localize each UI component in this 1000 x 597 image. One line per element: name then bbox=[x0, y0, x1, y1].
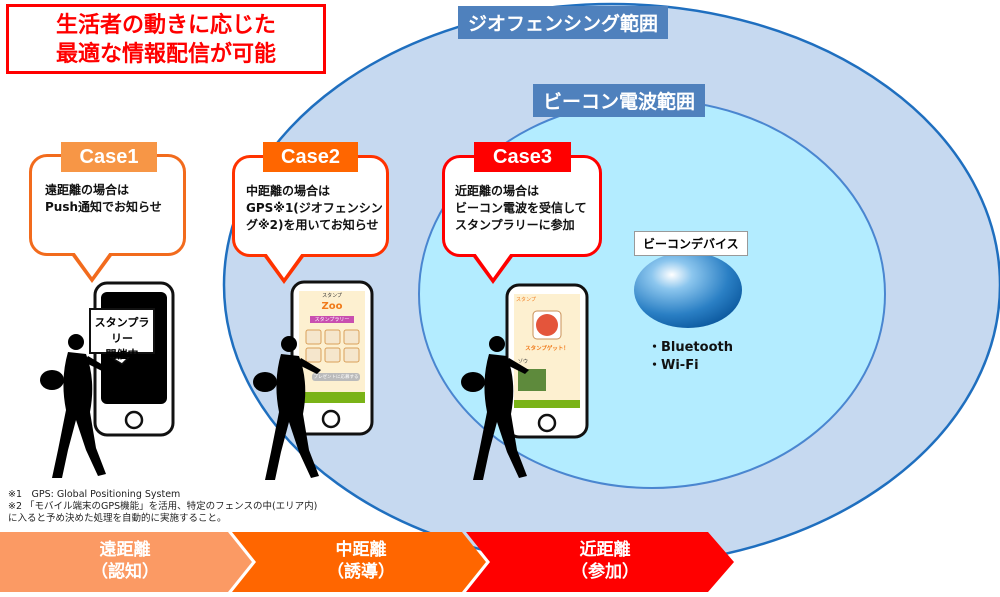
tech-item-wifi: ・Wi-Fi bbox=[648, 358, 699, 373]
footnote-1: ※1 GPS: Global Positioning System bbox=[8, 489, 181, 500]
beacon-range-label: ビーコン電波範囲 bbox=[533, 84, 706, 117]
woman-silhouette-3 bbox=[461, 336, 529, 480]
popup-line-1: スタンプラリー bbox=[94, 316, 150, 345]
case2-text: 中距離の場合は GPS※1(ジオフェンシン グ※2)を用いてお知らせ bbox=[246, 184, 383, 232]
case1-bubble-tail-fill bbox=[74, 252, 110, 277]
woman-silhouette-1 bbox=[40, 334, 108, 478]
case3-bubble-tail-fill bbox=[475, 253, 511, 278]
step-far-title: 遠距離 bbox=[99, 540, 151, 560]
case1-text: 遠距離の場合は Push通知でお知らせ bbox=[45, 183, 162, 214]
case3-bubble: 近距離の場合は ビーコン電波を受信して スタンプラリーに参加 bbox=[442, 155, 602, 257]
step-mid-label: 中距離 （誘導） bbox=[276, 539, 446, 583]
woman-silhouette-2 bbox=[253, 336, 321, 480]
step-arrow-near bbox=[466, 532, 734, 592]
headline-box: 生活者の動きに応じた 最適な情報配信が可能 bbox=[6, 4, 326, 74]
footnotes: ※1 GPS: Global Positioning System ※2 「モバ… bbox=[8, 489, 317, 525]
geofencing-range-label: ジオフェンシング範囲 bbox=[458, 6, 669, 39]
beacon-device-label: ビーコンデバイス bbox=[634, 231, 748, 256]
step-far-label: 遠距離 （認知） bbox=[40, 539, 210, 583]
step-near-sub: （参加） bbox=[571, 562, 639, 582]
phone2-logo: Zoo bbox=[321, 301, 343, 312]
step-near-label: 近距離 （参加） bbox=[520, 539, 690, 583]
step-arrow-mid bbox=[232, 532, 486, 592]
step-mid-title: 中距離 bbox=[335, 540, 387, 560]
phone2-subtitle: スタンプラリー bbox=[310, 316, 354, 323]
case2-bubble-tail-fill bbox=[266, 253, 302, 278]
case3-tag: Case3 bbox=[474, 142, 571, 172]
popup-line-2: 開催中 bbox=[105, 348, 139, 361]
case3-text: 近距離の場合は ビーコン電波を受信して スタンプラリーに参加 bbox=[455, 184, 587, 232]
footnote-3: に入ると予め決めた処理を自動的に実施すること。 bbox=[8, 513, 227, 524]
headline-line-2: 最適な情報配信が可能 bbox=[55, 42, 276, 67]
beacon-tech-list: ・Bluetooth ・Wi-Fi bbox=[648, 339, 733, 375]
step-mid-sub: （誘導） bbox=[327, 562, 395, 582]
case2-bubble: 中距離の場合は GPS※1(ジオフェンシン グ※2)を用いてお知らせ bbox=[232, 155, 389, 257]
phone3-back-link: スタンプ bbox=[516, 297, 536, 303]
step-near-title: 近距離 bbox=[579, 540, 631, 560]
phone2-screen-title: スタンプ bbox=[322, 293, 342, 299]
case2-tag: Case2 bbox=[263, 142, 358, 172]
footnote-2: ※2 「モバイル端末のGPS機能」を活用、特定のフェンスの中(エリア内) bbox=[8, 501, 318, 512]
step-arrow-far bbox=[0, 532, 252, 592]
step-far-sub: （認知） bbox=[91, 562, 159, 582]
phone3-animal-name: ゾウ bbox=[518, 359, 529, 365]
phone1-notification-popup: スタンプラリー 開催中 bbox=[89, 308, 155, 361]
phone2-apply-button: プレゼントに応募する bbox=[313, 375, 359, 380]
beacon-device-orb bbox=[634, 252, 742, 328]
phone-3 bbox=[505, 283, 589, 439]
headline-line-1: 生活者の動きに応じた bbox=[55, 13, 276, 38]
phone3-stamp-got: スタンプゲット！ bbox=[525, 346, 569, 352]
tech-item-bluetooth: ・Bluetooth bbox=[648, 340, 733, 355]
case1-tag: Case1 bbox=[61, 142, 157, 172]
